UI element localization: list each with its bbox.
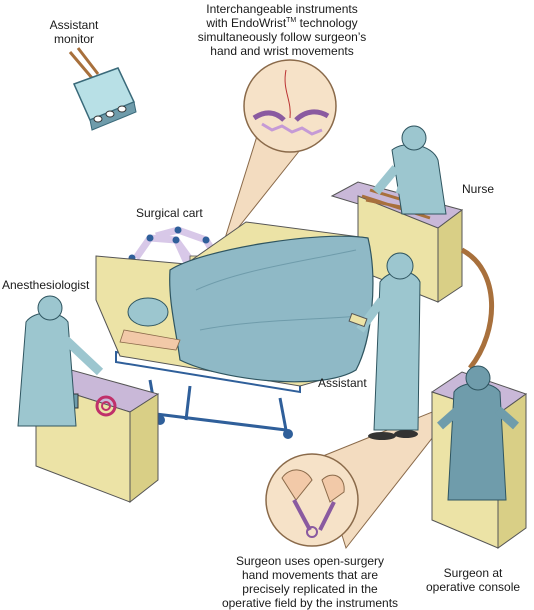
assistant-monitor [68, 47, 137, 131]
nurse-instrument-table [330, 181, 464, 303]
surgeon-console-label-line1: Surgeon at [443, 566, 503, 580]
instruments-caption-line2b: technology [296, 16, 358, 30]
surgeon-console-label: Surgeon at operative console [418, 566, 528, 594]
trademark-mark: TM [286, 17, 297, 24]
assistant-monitor-label: Assistant monitor [44, 18, 104, 46]
assistant-monitor-label-line2: monitor [53, 32, 94, 46]
surgical-cart-label: Surgical cart [136, 206, 203, 220]
anesthesiologist-label: Anesthesiologist [2, 278, 90, 292]
instruments-caption-line1: Interchangeable instruments [206, 2, 358, 16]
surgeon-hands-caption-line4: operative field by the instruments [221, 596, 399, 610]
instruments-caption-line4: hand and wrist movements [210, 44, 354, 58]
instruments-caption-line2: with EndoWristTM technology [182, 16, 382, 30]
surgeon-console-label-line2: operative console [425, 580, 521, 594]
instrument-callout [221, 59, 337, 249]
anesthesiologist-figure [17, 295, 104, 427]
console-cable [460, 247, 495, 370]
surgeon-figure [437, 365, 519, 501]
instruments-caption: Interchangeable instruments with EndoWri… [182, 2, 382, 58]
instruments-caption-line3: simultaneously follow surgeon’s [197, 30, 367, 44]
assistant-monitor-label-line1: Assistant [49, 18, 99, 32]
surgeon-hands-caption: Surgeon uses open-surgery hand movements… [210, 554, 410, 610]
nurse-figure [372, 125, 447, 215]
hands-callout [265, 398, 464, 550]
instruments-caption-line2a: with EndoWrist [206, 16, 287, 30]
nurse-label: Nurse [462, 182, 495, 196]
patient-drape [95, 221, 374, 387]
assistant-figure [348, 252, 421, 440]
surgeon-hands-caption-line1: Surgeon uses open-surgery [235, 554, 385, 568]
surgeon-hands-caption-line3: precisely replicated in the [242, 582, 378, 596]
surgeon-hands-caption-line2: hand movements that are [241, 568, 379, 582]
assistant-label: Assistant [318, 376, 367, 390]
